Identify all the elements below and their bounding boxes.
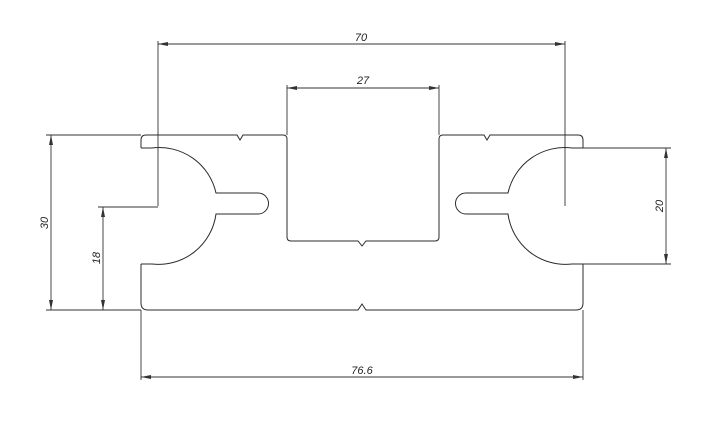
dim-label-27: 27 xyxy=(356,75,370,87)
arrow-766-right xyxy=(573,375,583,379)
left-lower-side xyxy=(140,264,149,311)
top-right-corner xyxy=(577,134,584,148)
dim-label-30: 30 xyxy=(39,216,51,229)
top-edge-right xyxy=(443,134,578,141)
top-edge-left xyxy=(146,134,283,141)
arrow-70-left xyxy=(158,42,168,46)
right-groove xyxy=(455,147,583,265)
arrow-27-left xyxy=(287,86,297,90)
dimension-20: 20 xyxy=(583,147,671,265)
right-lower-side xyxy=(575,264,584,311)
dimension-30: 30 xyxy=(39,134,141,311)
dim-label-76-6: 76.6 xyxy=(351,365,373,377)
dimension-70: 70 xyxy=(157,32,566,206)
center-window xyxy=(282,134,444,247)
arrow-70-right xyxy=(555,42,565,46)
dimension-76-6: 76.6 xyxy=(140,310,584,380)
arrow-18-top xyxy=(101,207,105,217)
dim-label-18: 18 xyxy=(91,251,103,264)
dim-label-20: 20 xyxy=(654,199,666,213)
dimension-18: 18 xyxy=(91,206,158,310)
arrow-20-bottom xyxy=(664,254,668,264)
top-left-corner xyxy=(140,134,147,148)
arrow-18-bottom xyxy=(101,300,105,310)
left-groove xyxy=(141,147,269,265)
arrow-20-top xyxy=(664,148,668,158)
arrow-30-top xyxy=(49,135,53,145)
arrow-30-bottom xyxy=(49,300,53,310)
profile-outline xyxy=(140,134,584,311)
arrow-766-left xyxy=(141,375,151,379)
dim-label-70: 70 xyxy=(355,32,368,44)
bottom-edge xyxy=(148,303,576,311)
arrow-27-right xyxy=(429,86,439,90)
dimension-27: 27 xyxy=(286,75,440,135)
